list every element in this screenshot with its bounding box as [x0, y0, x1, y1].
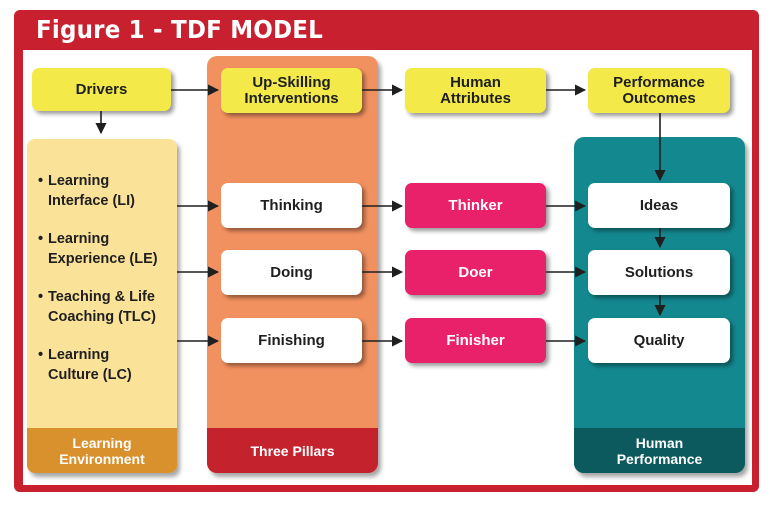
attribute-thinker-box: Thinker [405, 183, 546, 228]
attribute-finisher-box: Finisher [405, 318, 546, 363]
pillar-doing-box: Doing [221, 250, 362, 295]
three-pillars-label: Three Pillars [207, 428, 378, 473]
pillar-finishing-box: Finishing [221, 318, 362, 363]
learning-environment-column [27, 139, 177, 473]
pillar-thinking-box: Thinking [221, 183, 362, 228]
figure-title: Figure 1 - TDF MODEL [36, 15, 324, 44]
outcome-quality-box: Quality [588, 318, 730, 363]
attribute-doer-box: Doer [405, 250, 546, 295]
outcome-solutions-box: Solutions [588, 250, 730, 295]
drivers-box: Drivers [32, 68, 171, 111]
outcome-ideas-box: Ideas [588, 183, 730, 228]
